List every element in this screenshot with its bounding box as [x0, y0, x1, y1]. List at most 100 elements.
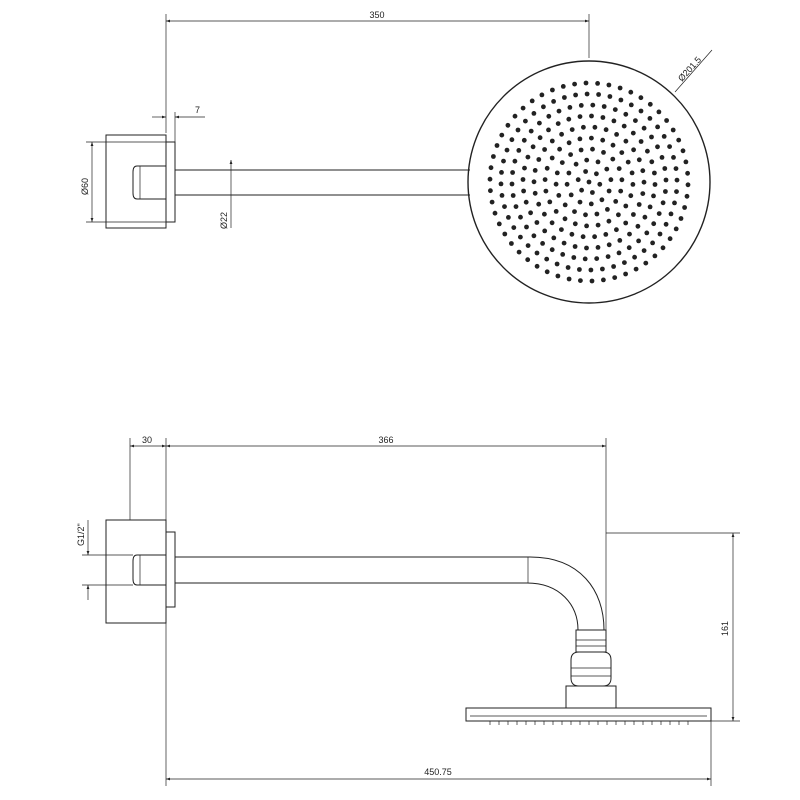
- nozzle-dot: [504, 147, 510, 153]
- nozzle-dot: [685, 170, 690, 176]
- nozzle-dot: [553, 181, 559, 187]
- nozzle-dot: [565, 265, 571, 270]
- nozzle-dot: [627, 231, 632, 237]
- nozzle-dot: [641, 179, 647, 185]
- nozzle-dot: [663, 189, 668, 194]
- nozzle-dot: [664, 118, 669, 123]
- nozzle-dot: [525, 243, 531, 249]
- nozzle-dot: [578, 147, 584, 153]
- nozzle-dot: [559, 160, 565, 166]
- nozzle-dot: [594, 171, 599, 177]
- nozzle-dot: [638, 139, 644, 144]
- nozzle-dot: [566, 170, 572, 176]
- nozzle-dot: [488, 165, 494, 171]
- nozzle-dot: [638, 108, 644, 114]
- nozzle-dot: [525, 154, 531, 160]
- nozzle-dot: [622, 260, 627, 265]
- nozzle-dot: [584, 91, 590, 97]
- nozzle-dot: [623, 111, 629, 117]
- nozzle-dot: [647, 204, 653, 210]
- nozzle-dot: [525, 257, 531, 263]
- nozzle-dot: [577, 199, 583, 205]
- nozzle-dot: [645, 148, 650, 154]
- nozzle-dot: [614, 227, 619, 233]
- nozzle-dot: [487, 176, 493, 182]
- nozzle-dot: [590, 102, 596, 108]
- nozzle-dot: [625, 159, 631, 165]
- nozzle-dot: [611, 118, 617, 124]
- nozzle-dot: [505, 122, 511, 128]
- nozzle-dot: [606, 82, 612, 88]
- nozzle-dot: [618, 97, 624, 103]
- nozzle-dot: [534, 220, 540, 225]
- nozzle-dot: [606, 242, 612, 248]
- nozzle-dot: [528, 210, 533, 216]
- nozzle-dot: [612, 107, 618, 112]
- nozzle-dot: [569, 127, 575, 132]
- nozzle-dot: [547, 199, 553, 205]
- nozzle-dot: [600, 137, 606, 143]
- nozzle-dot: [655, 144, 660, 150]
- nozzle-dot: [555, 121, 561, 126]
- nozzle-dot: [647, 101, 653, 107]
- nozzle-dot: [567, 105, 573, 110]
- nozzle-dot: [670, 127, 676, 133]
- nozzle-dot: [628, 102, 634, 108]
- nozzle-dot: [528, 128, 534, 134]
- nozzle-dot: [595, 81, 600, 86]
- nozzle-dot: [633, 118, 638, 123]
- nozzle-dot: [542, 147, 547, 152]
- nozzle-dot: [502, 231, 508, 237]
- nozzle-dot: [586, 179, 592, 185]
- nozzle-dot: [572, 81, 577, 87]
- nozzle-dot: [532, 190, 538, 196]
- nozzle-dot: [578, 103, 584, 108]
- nozzle-dot: [537, 135, 543, 141]
- nozzle-dot: [595, 159, 601, 165]
- nozzle-dot: [566, 276, 572, 282]
- nozzle-dot: [650, 240, 655, 246]
- nozzle-dot: [641, 248, 647, 254]
- nozzle-dot: [544, 165, 550, 171]
- nozzle-dot: [588, 267, 594, 273]
- nozzle-dot: [630, 130, 636, 136]
- nozzle-dot: [560, 84, 566, 89]
- nozzle-dot: [601, 277, 606, 283]
- nozzle-dot: [607, 94, 613, 99]
- nozzle-dot: [499, 170, 504, 175]
- nozzle-dot: [683, 159, 689, 165]
- shower-head-nozzles: [487, 80, 691, 284]
- nozzle-dot: [569, 231, 575, 237]
- nozzle-dot: [575, 177, 581, 183]
- nozzle-dot: [619, 177, 625, 183]
- nozzle-dot: [588, 201, 594, 207]
- nozzle-dot: [551, 235, 557, 241]
- nozzle-dot: [614, 132, 619, 137]
- nozzle-dot: [661, 134, 667, 139]
- nozzle-dot: [540, 241, 545, 246]
- nozzle-dot: [555, 273, 561, 279]
- nozzle-dot: [524, 224, 529, 230]
- nozzle-dot: [685, 182, 691, 188]
- nozzle-dot: [623, 220, 629, 226]
- top-shower-head: [467, 60, 711, 304]
- nozzle-dot: [595, 222, 601, 228]
- nozzle-dot: [667, 144, 672, 150]
- nozzle-dot: [612, 275, 618, 280]
- nozzle-dot: [616, 250, 622, 256]
- nozzle-dot: [523, 199, 529, 205]
- nozzle-dot: [663, 221, 669, 227]
- nozzle-dot: [643, 260, 649, 266]
- nozzle-dot: [601, 104, 607, 109]
- nozzle-dot: [640, 168, 646, 174]
- nozzle-dot: [589, 135, 594, 141]
- nozzle-dot: [605, 207, 610, 212]
- nozzle-dot: [573, 161, 579, 167]
- nozzle-dot: [597, 181, 603, 187]
- nozzle-dot: [491, 154, 496, 159]
- nozzle-dot: [630, 182, 636, 187]
- nozzle-dot: [644, 230, 650, 236]
- nozzle-dot: [520, 177, 526, 182]
- nozzle-dot: [549, 138, 555, 144]
